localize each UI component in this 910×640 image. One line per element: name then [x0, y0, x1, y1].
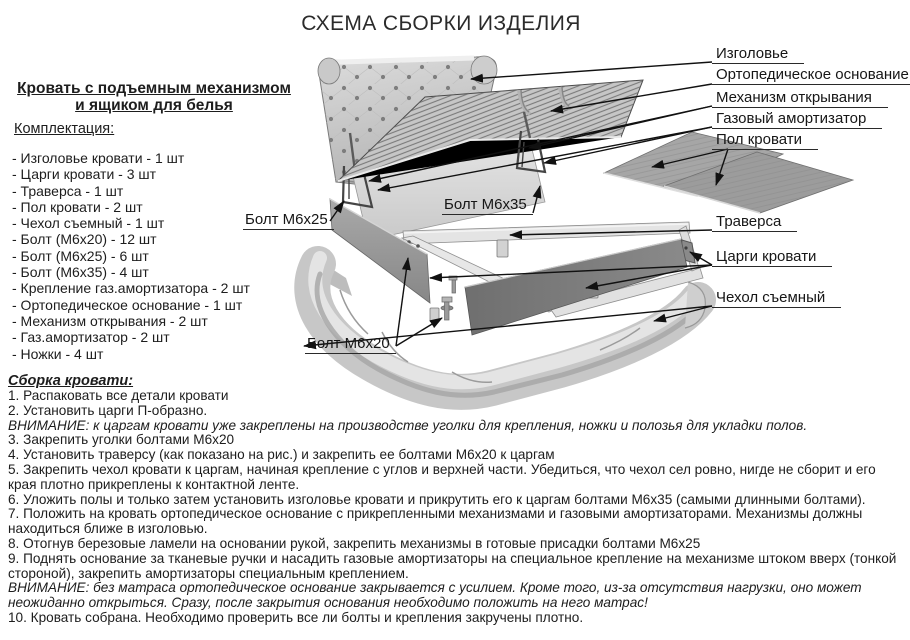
component-item: - Изголовье кровати - 1 шт	[12, 150, 185, 166]
bed-leg	[429, 307, 440, 323]
product-heading: Кровать с подъемным механизмом и ящиком …	[10, 80, 298, 114]
assembly-step: 9. Поднять основание за тканевые ручки и…	[8, 550, 897, 566]
assembly-step: 7. Положить на кровать ортопедическое ос…	[8, 506, 863, 522]
leader-rail-left	[429, 264, 713, 282]
orthopedic-base-illustration	[337, 79, 644, 182]
leader-mechanism-left	[368, 105, 713, 183]
leader-mechanism-right	[528, 105, 713, 150]
label-bolt-m6x25: Болт М6х25	[243, 212, 334, 230]
lift-mechanism-left	[341, 132, 374, 209]
corner-bracket-right	[679, 239, 696, 264]
side-rail-panels	[329, 198, 688, 336]
assembly-step: 4. Установить траверсу (как показано на …	[8, 447, 555, 463]
component-item: - Газ.амортизатор - 2 шт	[12, 329, 170, 346]
label-removable-cover: Чехол съемный	[712, 290, 842, 308]
page-title: СХЕМА СБОРКИ ИЗДЕЛИЯ	[301, 12, 581, 35]
assembly-steps: 1. Распаковать все детали кровати 2. Уст…	[8, 388, 908, 626]
product-heading-line1: Кровать с подъемным механизмом	[17, 80, 291, 97]
assembly-step: края плотно прикреплены к контактной лен…	[8, 476, 300, 492]
leader-rail-center	[585, 264, 713, 291]
components-heading: Комплектация:	[14, 121, 115, 137]
assembly-step: стороной), закрепить амортизаторы специа…	[8, 565, 409, 581]
components-list: - Изголовье кровати - 1 шт - Царги крова…	[12, 150, 250, 362]
label-headboard: Изголовье	[712, 46, 805, 64]
lift-mechanism-right	[515, 111, 547, 174]
label-traverse: Траверса	[712, 214, 798, 232]
bed-leg	[587, 282, 599, 299]
assembly-step: 6. Уложить полы и только затем установит…	[8, 491, 866, 507]
component-item: - Траверса - 1 шт	[12, 182, 124, 199]
bolt-illustrations	[440, 275, 458, 321]
assembly-step: 10. Кровать собрана. Необходимо проверит…	[8, 609, 584, 625]
leader-orthopedic-base	[550, 83, 713, 114]
component-item: - Крепление газ.амортизатора - 2 шт	[12, 280, 250, 297]
leader-cover-right	[653, 305, 713, 323]
label-bolt-m6x20: Болт М6х20	[305, 336, 396, 354]
assembly-heading: Сборка кровати:	[8, 373, 134, 389]
assembly-warning: ВНИМАНИЕ: к царгам кровати уже закреплен…	[8, 417, 808, 433]
label-opening-mechanism: Механизм открывания	[712, 90, 888, 108]
leader-bolt-m6x20-b	[395, 317, 443, 347]
component-item: - Болт (М6х35) - 4 шт	[12, 264, 149, 281]
label-bolt-m6x35: Болт М6х35	[442, 197, 533, 215]
leader-floor-2	[715, 148, 729, 186]
leader-gas-shock-left	[377, 126, 713, 193]
frame-rails	[400, 221, 704, 323]
leader-floor-1	[651, 148, 729, 169]
component-item: - Царги кровати - 3 шт	[12, 166, 157, 183]
leader-gas-shock-right	[543, 126, 713, 165]
leader-traverse	[509, 229, 713, 240]
assembly-warning: неожиданно открыться. Сразу, после закры…	[8, 595, 648, 611]
assembly-step: 1. Распаковать все детали кровати	[8, 388, 229, 403]
label-bed-floor: Пол кровати	[712, 132, 819, 150]
component-item: - Ортопедическое основание - 1 шт	[12, 296, 243, 313]
leader-headboard	[470, 61, 713, 83]
component-item: - Пол кровати - 2 шт	[12, 198, 143, 215]
label-side-rails: Царги кровати	[712, 249, 833, 267]
product-heading-line2: и ящиком для белья	[75, 97, 233, 114]
component-item: - Болт (М6х20) - 12 шт	[12, 231, 157, 248]
assembly-warning: ВНИМАНИЕ: без матраса ортопедическое осн…	[8, 580, 862, 596]
component-item: - Ножки - 4 шт	[12, 345, 104, 362]
removable-cover-illustration	[294, 246, 716, 410]
leader-bolt-m6x35	[532, 185, 542, 214]
assembly-step: 3. Закрепить уголки болтами М6х20	[8, 432, 235, 448]
component-item: - Механизм открывания - 2 шт	[12, 312, 208, 329]
leader-bolt-m6x20-a	[395, 257, 411, 347]
assembly-step: 2. Установить царги П-образно.	[8, 402, 208, 418]
assembly-step: 8. Отогнув березовые ламели на основании…	[8, 535, 701, 551]
assembly-step: находиться ближе в изголовью.	[8, 521, 208, 537]
leader-rail-bracket	[689, 251, 713, 266]
storage-box	[351, 132, 546, 241]
component-item: - Чехол съемный - 1 шт	[12, 215, 165, 232]
label-gas-shock: Газовый амортизатор	[712, 111, 883, 129]
bed-leg	[496, 239, 509, 258]
label-orthopedic-base: Ортопедическое основание	[712, 67, 910, 85]
assembly-step: 5. Закрепить чехол кровати к царгам, нач…	[8, 461, 876, 477]
component-item: - Болт (М6х25) - 6 шт	[12, 247, 149, 264]
headboard-illustration	[317, 55, 498, 197]
